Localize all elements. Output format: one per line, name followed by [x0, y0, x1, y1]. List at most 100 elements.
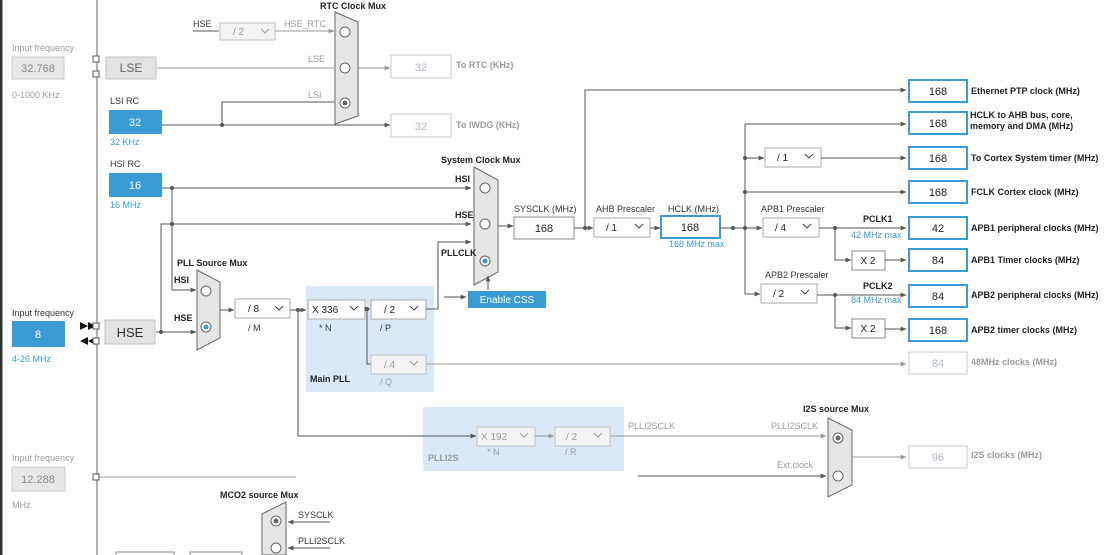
system-clock-mux-title: System Clock Mux	[441, 155, 521, 165]
fclk-label: FCLK Cortex clock (MHz)	[971, 187, 1079, 197]
mco2-bottom-box-2	[189, 551, 243, 555]
rtc-lsi-label: LSI	[308, 90, 322, 100]
plli2s-n-multiplier-label: * N	[487, 447, 500, 457]
lse-input-frequency-value: 32.768	[21, 63, 55, 75]
rtc-hse-rtc-label: HSE_RTC	[284, 19, 326, 29]
plli2s-clk-label: PLLI2SCLK	[628, 421, 675, 431]
hsi-rc-value: 16	[129, 180, 141, 192]
sysmux-option-hse[interactable]	[479, 218, 491, 230]
48mhz-label: 48MHz clocks (MHz)	[971, 357, 1057, 367]
iwdg-output-value: 32	[415, 121, 427, 133]
apb1-prescaler-dropdown[interactable]	[762, 217, 820, 238]
ethernet-ptp-value: 168	[929, 86, 947, 98]
hclk-ahb-label: HCLK to AHB bus, core, memory and DMA (M…	[970, 110, 1074, 131]
plli2s-r-divider-dropdown[interactable]	[554, 426, 611, 447]
apb1-peripheral-label: APB1 peripheral clocks (MHz)	[971, 223, 1099, 233]
lse-input-frequency-label: Input frequency	[12, 43, 75, 53]
i2s-value: 96	[932, 452, 944, 464]
mco2-sysclk-label: SYSCLK	[298, 510, 334, 520]
i2s-mux-option-ext[interactable]	[832, 470, 844, 482]
enable-css-button[interactable]	[468, 291, 546, 308]
rtc-mux-option-hse[interactable]	[339, 26, 351, 38]
hse-label: HSE	[117, 325, 144, 340]
output-48mhz: 84 48MHz clocks (MHz)	[908, 351, 1057, 375]
hse-input-frequency-value: 8	[35, 329, 41, 341]
mco2-plli2sclk-label: PLLI2SCLK	[298, 536, 345, 546]
i2s-input-frequency-value: 12.288	[21, 474, 55, 486]
apb2-prescaler-dropdown[interactable]	[760, 283, 818, 304]
output-i2s: 96 I2S clocks (MHz)	[908, 445, 1042, 469]
lse-block[interactable]	[105, 56, 157, 80]
pll-source-hsi-label: HSI	[174, 275, 189, 285]
ahb-prescaler-label: AHB Prescaler	[596, 204, 655, 214]
pll-q-divider-dropdown[interactable]	[370, 354, 427, 375]
hclk-max: 168 MHz max	[669, 239, 725, 249]
output-apb1-timer: 84 APB1 Timer clocks (MHz)	[908, 248, 1079, 272]
i2s-input-frequency-label: Input frequency	[12, 453, 75, 463]
plli2s-r-divider-label: / R	[565, 447, 577, 457]
mco2-source-mux	[261, 501, 287, 555]
i2s-source-mux	[827, 417, 853, 498]
apb2-timer-value: 168	[929, 325, 947, 337]
i2s-input-unit: MHz	[12, 500, 31, 510]
hse-range: 4-26 MHz	[12, 354, 52, 364]
apb2-timer-label: APB2 timer clocks (MHz)	[971, 325, 1077, 335]
lsi-rc-block[interactable]	[109, 110, 162, 134]
lse-input-frequency-field[interactable]	[11, 56, 65, 80]
plli2s-name: PLLI2S	[428, 453, 459, 463]
ahb-prescaler-dropdown[interactable]	[593, 217, 651, 238]
pclk1-label: PCLK1	[863, 214, 893, 224]
output-hclk-ahb: 168 HCLK to AHB bus, core, memory and DM…	[908, 110, 1074, 135]
pclk1-max: 42 MHz max	[851, 230, 902, 240]
pll-q-divider-label: / Q	[380, 377, 392, 387]
pll-m-divider-dropdown[interactable]	[234, 298, 291, 319]
apb2-prescaler-label: APB2 Prescaler	[765, 270, 829, 280]
hclk-value: 168	[681, 222, 699, 234]
pll-m-divider-value: / 8	[248, 304, 260, 315]
apb2-peripheral-value: 84	[932, 291, 944, 303]
apb1-prescaler-value: / 4	[775, 223, 787, 234]
cortex-timer-divider-dropdown[interactable]	[764, 147, 822, 168]
pll-source-mux	[196, 269, 221, 351]
apb2-timer-multiplier-value: X 2	[860, 324, 875, 335]
apb1-timer-value: 84	[932, 255, 944, 267]
i2s-input-frequency-field[interactable]	[11, 466, 66, 492]
mco2-option-plli2sclk[interactable]	[270, 542, 282, 554]
cortex-timer-value: 168	[929, 153, 947, 165]
iwdg-output-label: To IWDG (KHz)	[456, 120, 519, 130]
apb2-prescaler-value: / 2	[773, 289, 785, 300]
mco2-mux-title: MCO2 source Mux	[220, 490, 299, 500]
hse-block[interactable]	[104, 319, 156, 345]
lsi-rc-unit: 32 KHz	[110, 137, 140, 147]
pll-p-divider-dropdown[interactable]	[370, 299, 427, 320]
i2s-mux-plli2sclk-label: PLLI2SCLK	[771, 421, 818, 431]
i2s-mux-ext-label: Ext.clock	[777, 460, 814, 470]
lse-label: LSE	[120, 61, 143, 75]
pll-p-divider-value: / 2	[384, 305, 396, 316]
apb1-prescaler-label: APB1 Prescaler	[761, 204, 825, 214]
rtc-output-label: To RTC (KHz)	[456, 60, 513, 70]
hclk-field[interactable]	[660, 215, 721, 239]
hsi-rc-block[interactable]	[109, 173, 162, 197]
lsi-rc-label: LSI RC	[110, 96, 140, 106]
main-pll-label: Main PLL	[310, 374, 351, 384]
i2s-label: I2S clocks (MHz)	[971, 450, 1042, 460]
output-apb1-peripheral: 42 APB1 peripheral clocks (MHz)	[908, 216, 1099, 240]
sysmux-option-hsi[interactable]	[479, 182, 491, 194]
hse-input-frequency-field[interactable]	[12, 321, 65, 347]
output-fclk: 168 FCLK Cortex clock (MHz)	[908, 180, 1079, 204]
apb1-peripheral-value: 42	[932, 223, 944, 235]
i2s-source-mux-title: I2S source Mux	[803, 404, 869, 414]
plli2s-r-divider-value: / 2	[566, 432, 578, 443]
ethernet-ptp-label: Ethernet PTP clock (MHz)	[971, 86, 1080, 96]
fclk-value: 168	[929, 187, 947, 199]
sysmux-hse-label: HSE	[455, 210, 474, 220]
pll-source-mux-title: PLL Source Mux	[177, 258, 247, 268]
rtc-output-value: 32	[415, 62, 427, 74]
pll-n-multiplier-label: * N	[319, 323, 332, 333]
enable-css-label: Enable CSS	[480, 295, 535, 306]
apb2-peripheral-label: APB2 peripheral clocks (MHz)	[971, 290, 1099, 300]
rtc-mux-option-lse[interactable]	[339, 62, 351, 74]
pll-source-option-hsi[interactable]	[200, 285, 212, 297]
